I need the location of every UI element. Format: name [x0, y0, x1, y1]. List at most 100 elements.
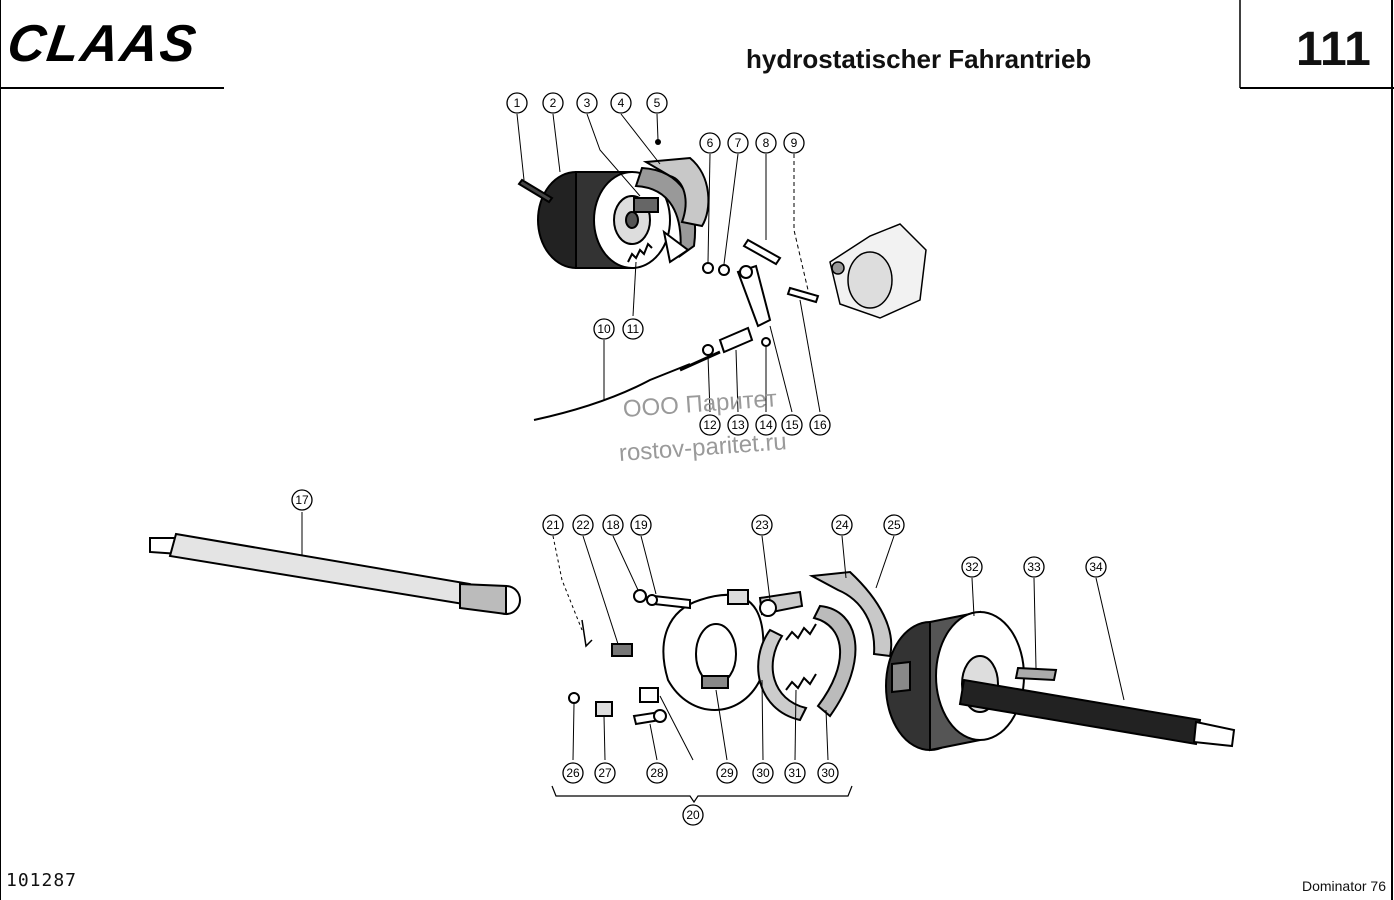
callout-label: 17	[295, 493, 309, 507]
callout-label: 22	[576, 518, 590, 532]
callout-33: 33	[1023, 556, 1045, 578]
callout-8: 8	[755, 132, 777, 154]
callout-label: 31	[788, 766, 802, 780]
callout-label: 8	[763, 136, 770, 150]
callout-23: 23	[751, 514, 773, 536]
brake-shoe-30-right	[812, 604, 857, 718]
block-27b	[639, 687, 659, 703]
cap-27a	[595, 701, 613, 717]
callout-label: 25	[887, 518, 901, 532]
callout-9: 9	[783, 132, 805, 154]
washer-26	[568, 692, 580, 704]
callout-10: 10	[593, 318, 615, 340]
callout-26: 26	[562, 762, 584, 784]
callout-label: 15	[785, 418, 799, 432]
callout-label: 9	[791, 136, 798, 150]
document-number: 101287	[6, 870, 78, 891]
callout-16: 16	[809, 414, 831, 436]
callout-30: 30	[817, 762, 839, 784]
callout-19: 19	[630, 514, 652, 536]
nut-18	[633, 589, 647, 603]
callout-34: 34	[1085, 556, 1107, 578]
callout-label: 27	[598, 766, 612, 780]
callout-label: 4	[618, 96, 625, 110]
callout-24: 24	[831, 514, 853, 536]
callout-label: 5	[654, 96, 661, 110]
callout-label: 23	[755, 518, 769, 532]
clip-21	[581, 619, 593, 648]
callout-27: 27	[594, 762, 616, 784]
callout-22: 22	[572, 514, 594, 536]
callout-13: 13	[727, 414, 749, 436]
callout-label: 28	[650, 766, 664, 780]
page-number: 111	[1296, 23, 1371, 76]
callout-14: 14	[755, 414, 777, 436]
spring-31	[785, 623, 817, 691]
washer-6	[702, 262, 714, 274]
brake-drum-32	[885, 610, 1025, 752]
callout-29: 29	[716, 762, 738, 784]
callout-label: 3	[584, 96, 591, 110]
callout-label: 30	[821, 766, 835, 780]
callout-28: 28	[646, 762, 668, 784]
backing-plate-20	[662, 589, 765, 711]
page-title: hydrostatischer Fahrantrieb	[746, 44, 1092, 74]
upper-leader-lines	[516, 113, 821, 413]
callout-label: 20	[686, 808, 700, 822]
callout-25: 25	[883, 514, 905, 536]
callout-15: 15	[781, 414, 803, 436]
callout-label: 14	[759, 418, 773, 432]
key-pin-1	[517, 178, 554, 204]
callout-label: 1	[514, 96, 521, 110]
wheel-cylinder-23	[758, 590, 804, 617]
shaft-17	[149, 532, 521, 616]
pin-8	[742, 238, 782, 266]
callout-label: 10	[597, 322, 611, 336]
brake-shoe-upper	[633, 166, 696, 264]
housing-flange	[829, 223, 927, 319]
callout-32: 32	[961, 556, 983, 578]
washer-7	[718, 264, 730, 276]
callout-label: 24	[835, 518, 849, 532]
callout-label: 6	[707, 136, 714, 150]
callout-label: 19	[634, 518, 648, 532]
callout-label: 18	[606, 518, 620, 532]
callout-label: 32	[965, 560, 979, 574]
callout-3: 3	[576, 92, 598, 114]
adjuster-22	[611, 643, 633, 657]
callout-2: 2	[542, 92, 564, 114]
callout-12: 12	[699, 414, 721, 436]
callout-20: 20	[682, 804, 704, 826]
callout-label: 2	[550, 96, 557, 110]
brake-shoe-30-left	[757, 628, 808, 722]
callout-label: 21	[546, 518, 560, 532]
callout-31: 31	[784, 762, 806, 784]
bolt-5	[655, 139, 661, 145]
pin-14	[761, 337, 771, 347]
callout-label: 16	[813, 418, 827, 432]
callout-label: 11	[627, 322, 640, 336]
brake-drum-upper	[537, 171, 671, 269]
callout-label: 30	[756, 766, 770, 780]
nut-12	[702, 344, 714, 356]
shaft-34	[958, 678, 1236, 748]
bolt-19	[646, 594, 691, 610]
callout-label: 7	[735, 136, 742, 150]
screw-28	[632, 709, 667, 726]
callout-label: 12	[703, 418, 717, 432]
callout-30: 30	[752, 762, 774, 784]
callout-1: 1	[506, 92, 528, 114]
lever-15	[736, 264, 772, 328]
machine-model: Dominator 76	[1301, 878, 1386, 894]
callout-17: 17	[291, 489, 313, 511]
clevis-13	[718, 326, 754, 354]
callout-18: 18	[602, 514, 624, 536]
callout-21: 21	[542, 514, 564, 536]
lower-leader-lines	[551, 535, 1125, 804]
callout-label: 26	[566, 766, 580, 780]
callout-4: 4	[610, 92, 632, 114]
callout-11: 11	[622, 318, 644, 340]
brake-lining-upper	[642, 156, 710, 228]
